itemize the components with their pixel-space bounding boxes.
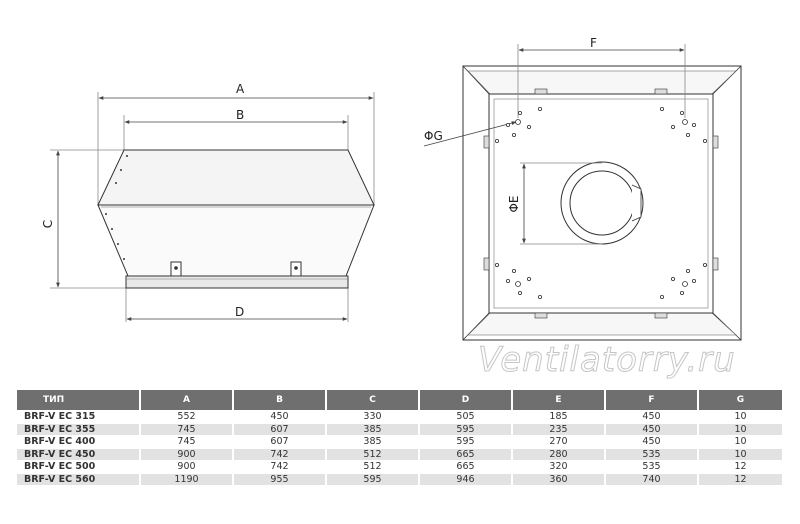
label-f: F (590, 36, 597, 50)
cell: 385 (327, 422, 420, 435)
hood-top (97, 149, 375, 206)
cell: 665 (420, 447, 513, 460)
cell: 607 (234, 435, 327, 448)
cell: 12 (699, 460, 784, 473)
header-d: D (420, 390, 513, 410)
header-a: A (141, 390, 234, 410)
label-g: ΦG (424, 129, 443, 143)
base-flange (125, 275, 349, 289)
cell: 740 (606, 472, 699, 485)
label-a: A (236, 82, 245, 96)
table-row: BRF-V EC 400 745 607 385 595 270 450 10 (17, 435, 784, 448)
cell: 955 (234, 472, 327, 485)
header-b: B (234, 390, 327, 410)
table-row: BRF-V EC 560 1190 955 595 946 360 740 12 (17, 472, 784, 485)
cell: 450 (606, 422, 699, 435)
label-d: D (235, 305, 244, 319)
table-row: BRF-V EC 500 900 742 512 665 320 535 12 (17, 460, 784, 473)
cell: 946 (420, 472, 513, 485)
cell-model: BRF-V EC 400 (17, 435, 141, 448)
cell: 665 (420, 460, 513, 473)
cell: 745 (141, 422, 234, 435)
cell: 745 (141, 435, 234, 448)
dimensions-table: ТИП A B C D E F G BRF-V EC 315 552 450 3… (17, 390, 784, 485)
header-type: ТИП (17, 390, 141, 410)
cell: 552 (141, 410, 234, 423)
technical-drawing: A B C D F ΦG ΦE (41, 36, 742, 341)
table-row: BRF-V EC 450 900 742 512 665 280 535 10 (17, 447, 784, 460)
cell: 450 (606, 435, 699, 448)
cell: 900 (141, 460, 234, 473)
cell: 595 (327, 472, 420, 485)
cell: 1190 (141, 472, 234, 485)
top-view (423, 44, 742, 341)
watermark: Ventilatorry.ru (478, 340, 736, 381)
label-e: ΦE (507, 195, 521, 212)
duct-inner (569, 170, 635, 236)
cell: 385 (327, 435, 420, 448)
cell: 512 (327, 460, 420, 473)
table-row: BRF-V EC 355 745 607 385 595 235 450 10 (17, 422, 784, 435)
cell: 185 (513, 410, 606, 423)
cell: 360 (513, 472, 606, 485)
cell: 535 (606, 447, 699, 460)
cell: 330 (327, 410, 420, 423)
cell-model: BRF-V EC 355 (17, 422, 141, 435)
cell: 270 (513, 435, 606, 448)
cell: 742 (234, 460, 327, 473)
label-b: B (236, 108, 244, 122)
dim-g-leader (423, 121, 517, 147)
cell: 10 (699, 422, 784, 435)
header-g: G (699, 390, 784, 410)
table-row: BRF-V EC 315 552 450 330 505 185 450 10 (17, 410, 784, 423)
table-header-row: ТИП A B C D E F G (17, 390, 784, 410)
hood-bottom (97, 204, 375, 277)
cell-model: BRF-V EC 560 (17, 472, 141, 485)
header-e: E (513, 390, 606, 410)
cell: 320 (513, 460, 606, 473)
cell: 235 (513, 422, 606, 435)
cell: 505 (420, 410, 513, 423)
cell: 595 (420, 435, 513, 448)
cell-model: BRF-V EC 500 (17, 460, 141, 473)
header-f: F (606, 390, 699, 410)
cell: 535 (606, 460, 699, 473)
side-view (50, 92, 375, 322)
cell: 900 (141, 447, 234, 460)
cell: 512 (327, 447, 420, 460)
cell: 742 (234, 447, 327, 460)
cell: 607 (234, 422, 327, 435)
cell: 450 (234, 410, 327, 423)
header-c: C (327, 390, 420, 410)
cell: 595 (420, 422, 513, 435)
cell: 12 (699, 472, 784, 485)
label-c: C (41, 220, 55, 228)
cell-model: BRF-V EC 315 (17, 410, 141, 423)
cell: 10 (699, 435, 784, 448)
cell: 10 (699, 447, 784, 460)
cell: 450 (606, 410, 699, 423)
cell: 10 (699, 410, 784, 423)
cell-model: BRF-V EC 450 (17, 447, 141, 460)
cell: 280 (513, 447, 606, 460)
